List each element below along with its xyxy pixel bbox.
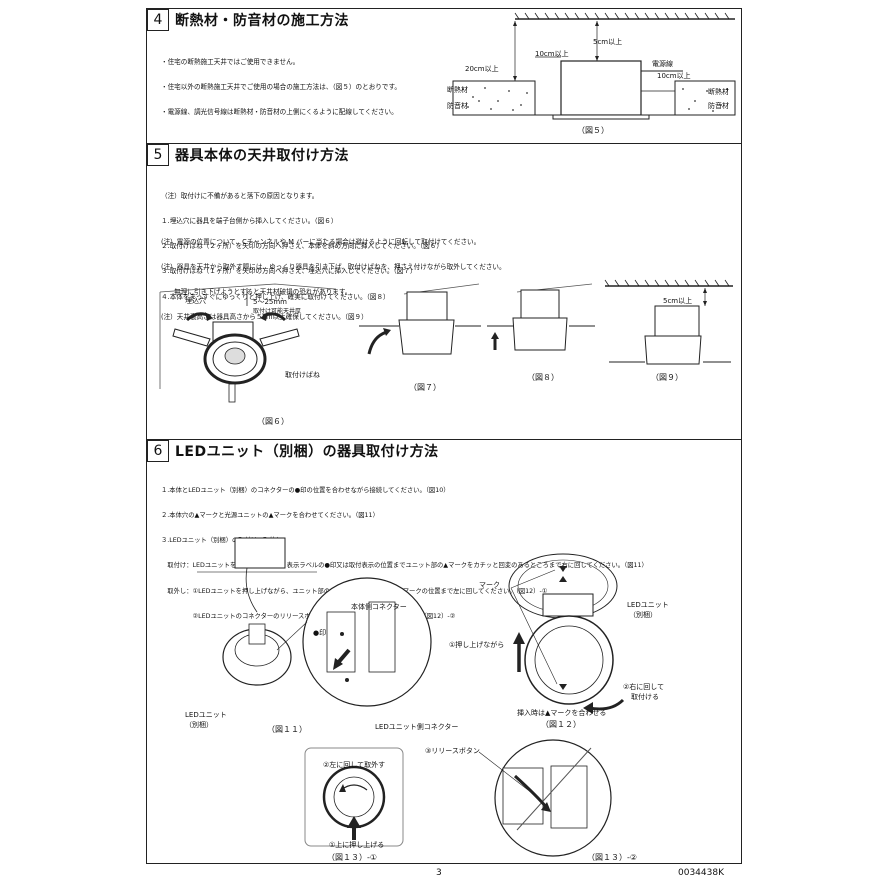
text-line: １.本体とLEDユニット（別梱）のコネクターの●印の位置を合わせながら接続してく… — [161, 486, 450, 494]
text-line: 無理に引き下げようとすると天井材破損の恐れがあります。 — [161, 288, 352, 297]
section-number: 5 — [147, 144, 169, 166]
fig12-separate-label: （別梱） — [629, 611, 657, 619]
section-title: 器具本体の天井取付け方法 — [175, 148, 349, 164]
figure-12-drawing — [508, 553, 625, 714]
figure-8-caption: （図８） — [527, 373, 559, 382]
text-line: ３.取付けばね（１ヶ所）を矢印の方向へ押さえ、埋込穴に挿入してください。（図７） — [161, 267, 417, 276]
connector-body-label: 本体側コネクター — [351, 603, 407, 611]
text-line: ４.本体をまっすぐにゆっくりと押し上げ、確実に取付けてください。（図８） — [161, 292, 390, 301]
figure-6-caption: （図６） — [257, 417, 289, 426]
separate-label: （別梱） — [185, 721, 213, 729]
push-up-fig13-label: ①上に押し上げる — [329, 841, 385, 849]
dot-mark-label: ●印 — [313, 629, 327, 637]
connector-led-label: LEDユニット側コネクター — [375, 723, 459, 731]
spring-label: 取付けばね — [285, 371, 320, 379]
figure-8-drawing — [487, 283, 595, 351]
document-code: 0034438K — [678, 868, 724, 878]
mark-label: マーク — [479, 581, 500, 589]
text-line: ２.取付けばね（２ヶ所）を矢印の方向へ押さえ、本体を斜め方向に挿入してください。… — [161, 242, 443, 251]
rotate-right-label: ②右に回して — [623, 683, 665, 691]
section-title: 断熱材・防音材の施工方法 — [175, 13, 349, 29]
section-6: 6 LEDユニット（別梱）の器具取付け方法 １.本体とLEDユニット（別梱）のコ… — [147, 440, 741, 865]
fig12-led-unit-label: LEDユニット — [627, 601, 669, 609]
fix-label: 取付ける — [631, 693, 659, 701]
figure-5-drawing — [452, 12, 736, 120]
text-line: （注）取付けに不備があると落下の原因となります。 — [161, 191, 319, 200]
section-4-header: 4 断熱材・防音材の施工方法 — [147, 9, 349, 31]
manual-page-frame: 4 断熱材・防音材の施工方法 ・住宅の断熱施工天井ではご使用できません。 ・住宅… — [146, 8, 742, 864]
fig9-5cm-label: 5cm以上 — [663, 297, 693, 305]
insulation-right: 断熱材 — [708, 88, 729, 96]
text-line: 取付け：LEDユニットを押し上げながら、表示ラベルの●印又は取付表示の位置までユ… — [161, 562, 648, 570]
figure-5-caption: （図５） — [577, 126, 609, 135]
section-5-header: 5 器具本体の天井取付け方法 — [147, 144, 349, 166]
insulation-left: 断熱材 — [447, 86, 468, 94]
section-4-text: ・住宅の断熱施工天井ではご使用できません。 ・住宅以外の断熱施工天井でご使用の場… — [161, 41, 401, 133]
text-line: (注）器具を天井から取外す際には、ゆっくり器具を引き下げ、取付けばねを、押さえ付… — [161, 263, 506, 272]
text-line: ３.LEDユニット（別梱）の取付け、取外し — [161, 537, 283, 545]
section-number: 6 — [147, 440, 169, 462]
figure-13-1-caption: （図１３）-① — [327, 853, 378, 862]
soundproof-left: 防音材 — [447, 102, 468, 110]
dim-5cm: 5cm以上 — [593, 38, 623, 46]
section-number: 4 — [147, 9, 169, 31]
power-line-label: 電源線 — [652, 60, 673, 68]
soundproof-right: 防音材 — [708, 102, 729, 110]
figure-13-2-drawing — [478, 739, 612, 857]
section-5-steps: （注）取付けに不備があると落下の原因となります。 １.埋込穴に器具を端子台側から… — [161, 175, 443, 318]
figure-11-caption: （図１１） — [267, 725, 307, 734]
push-up-label: ①押し上げながら — [449, 641, 505, 649]
page-number: 3 — [436, 868, 442, 878]
release-button-label: ③リリースボタン — [425, 747, 480, 755]
dim-20cm: 20cm以上 — [465, 65, 499, 73]
rotate-left-label: ②左に回して取外す — [323, 761, 386, 769]
figure-12-caption: （図１２） — [541, 720, 581, 729]
section-4: 4 断熱材・防音材の施工方法 ・住宅の断熱施工天井ではご使用できません。 ・住宅… — [147, 9, 741, 144]
section-title: LEDユニット（別梱）の器具取付け方法 — [175, 444, 439, 460]
figure-9-drawing — [604, 279, 733, 365]
text-line: (注）電源の位置について、Cチャンネルや M バーに当たる場合は避けるように回転… — [161, 237, 481, 246]
figure-11-drawing — [197, 537, 432, 707]
text-line: ・住宅以外の断熱施工天井でご使用の場合の施工方法は、（図５）のとおりです。 — [161, 83, 402, 92]
hole-label: 埋込穴 — [185, 297, 206, 305]
range-label: 5～25mm — [253, 298, 287, 306]
text-line: １.埋込穴に器具を端子台側から挿入してください。（図６） — [161, 217, 338, 226]
figure-6-drawing — [159, 283, 336, 403]
figure-9-caption: （図９） — [651, 373, 683, 382]
figure-7-drawing — [359, 283, 481, 355]
insert-note-label: 挿入時は▲マークを合わせる — [517, 709, 607, 717]
dim-10cm: 10cm以上 — [535, 50, 569, 58]
text-line: ２.本体穴の▲マークと光源ユニットの▲マークを合わせてください。（図11） — [161, 512, 379, 520]
dim-10cm-b: 10cm以上 — [657, 72, 691, 80]
figure-13-1-drawing — [304, 747, 404, 847]
led-unit-label: LEDユニット — [185, 711, 227, 719]
section-6-header: 6 LEDユニット（別梱）の器具取付け方法 — [147, 440, 439, 462]
figure-13-2-caption: （図１３）-② — [587, 853, 638, 862]
text-line: ・住宅の断熱施工天井ではご使用できません。 — [161, 57, 300, 66]
ceiling-thickness-label: 取付け可能天井厚 — [253, 308, 302, 315]
figure-7-caption: （図７） — [409, 383, 441, 392]
text-line: ・電源線、調光信号線は断熱材・防音材の上側にくるように配線してください。 — [161, 108, 398, 117]
section-5: 5 器具本体の天井取付け方法 （注）取付けに不備があると落下の原因となります。 … — [147, 144, 741, 440]
